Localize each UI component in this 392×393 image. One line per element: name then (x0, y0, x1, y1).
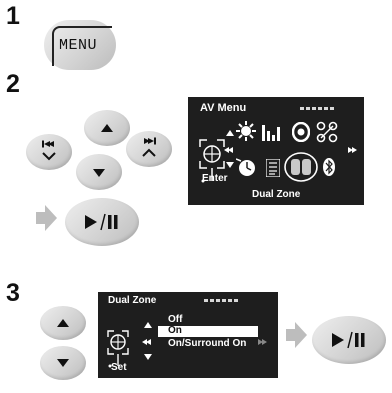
settings-icon (316, 121, 338, 143)
enter-label: Enter (202, 173, 228, 184)
dz-play-pause-button[interactable] (312, 316, 386, 364)
set-control-dial-icon (107, 330, 129, 368)
set-label: Set (111, 362, 127, 373)
previous-track-icon (42, 140, 56, 161)
dz-down-button[interactable] (40, 346, 86, 380)
bluetooth-icon (323, 158, 335, 176)
dual-zone-title: Dual Zone (108, 295, 157, 306)
control-dial-icon (199, 139, 225, 183)
av-menu-title: AV Menu (200, 102, 247, 114)
dz-flow-arrow-icon (286, 322, 307, 348)
option-off[interactable]: Off (168, 314, 183, 325)
dual-zone-screen: Dual Zone Set Off On On/Surround On (98, 292, 278, 378)
flow-arrow-icon (36, 205, 57, 231)
play-pause-icon (85, 213, 118, 231)
level-indicator (300, 107, 336, 110)
option-on: On (168, 325, 182, 336)
left-indicator-icon (224, 147, 233, 153)
option-on-surround-on[interactable]: On/Surround On (168, 338, 247, 349)
dual-zone-icon (284, 152, 318, 182)
step-3-number: 3 (6, 279, 20, 307)
down-button[interactable] (76, 154, 122, 190)
right-indicator-icon (348, 147, 357, 153)
dual-zone-level-indicator (204, 299, 240, 302)
list-icon (266, 159, 280, 177)
next-track-icon (142, 137, 156, 157)
menu-button-label: MENU (59, 37, 98, 54)
previous-button[interactable] (26, 134, 72, 170)
up-indicator-icon (226, 130, 234, 136)
dz-down-arrow-icon (57, 359, 69, 367)
dz-play-pause-icon (332, 331, 365, 349)
dz-up-arrow-icon (57, 319, 69, 327)
step-2-number: 2 (6, 70, 20, 98)
brightness-icon (236, 121, 256, 141)
equalizer-icon (262, 125, 280, 141)
clock-icon (236, 158, 255, 176)
up-button[interactable] (84, 110, 130, 146)
up-arrow-icon (101, 124, 113, 132)
dz-up-indicator-icon (144, 322, 152, 328)
next-button[interactable] (126, 131, 172, 167)
option-on-highlight[interactable]: On (158, 325, 258, 337)
dz-left-indicator-icon (142, 339, 151, 345)
play-pause-button[interactable] (65, 198, 139, 246)
down-arrow-icon (93, 169, 105, 177)
sound-icon (292, 122, 310, 142)
menu-button-corner (52, 26, 112, 66)
dz-down-indicator-icon (144, 354, 152, 360)
dz-up-button[interactable] (40, 306, 86, 340)
step-1-number: 1 (6, 2, 20, 30)
down-indicator-icon (226, 162, 234, 168)
menu-button[interactable]: MENU (44, 20, 116, 70)
av-menu-selected-label: Dual Zone (252, 189, 301, 200)
dz-right-indicator-icon (258, 339, 267, 345)
av-menu-screen: AV Menu Enter D (188, 97, 364, 205)
